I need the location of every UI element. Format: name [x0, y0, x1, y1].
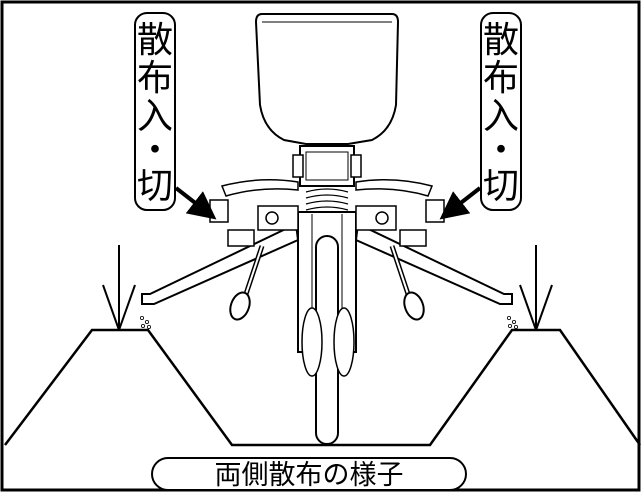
caption-text: 両側散布の様子	[215, 460, 404, 491]
left-label-char-3: 入	[137, 96, 173, 137]
granules-left	[139, 315, 151, 329]
right-label-char-1: 散	[483, 20, 519, 61]
down-arrow-left	[102, 245, 136, 331]
left-label-char-5: 切	[137, 166, 173, 207]
right-label-box	[480, 12, 522, 211]
hopper	[254, 13, 400, 145]
left-label-char-4: ・	[137, 130, 173, 171]
spring-coils	[305, 188, 349, 211]
granules-right	[506, 315, 519, 329]
left-label-char-2: 布	[137, 58, 173, 99]
left-label-box	[134, 12, 176, 211]
right-label-char-3: 入	[483, 96, 519, 137]
right-label-char-5: 切	[483, 166, 519, 207]
caption-box	[151, 457, 467, 491]
right-pointer-arrow	[439, 186, 482, 220]
left-boom	[141, 222, 300, 305]
spreader-machine	[141, 13, 513, 445]
right-boom	[354, 222, 513, 305]
left-lever-knob	[229, 291, 251, 321]
right-label-char-4: ・	[483, 130, 519, 171]
left-pointer-arrow	[174, 186, 217, 220]
right-lever-knob	[403, 291, 425, 321]
chain-drive	[301, 307, 355, 377]
left-label-char-1: 散	[137, 20, 173, 61]
down-arrow-right	[519, 245, 553, 331]
ground-ridges	[4, 328, 642, 447]
right-label-char-2: 布	[483, 58, 519, 99]
